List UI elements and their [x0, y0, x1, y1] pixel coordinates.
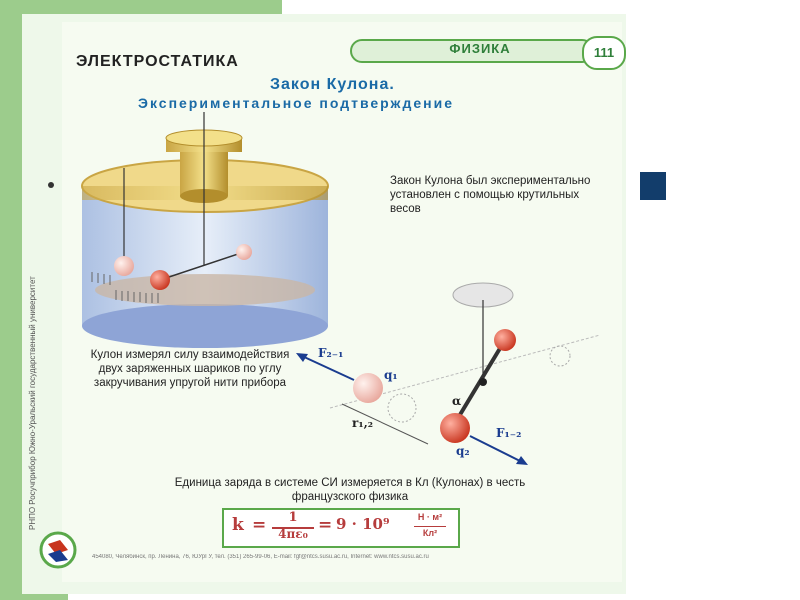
q2-label: q₂	[456, 444, 470, 458]
formula-unit-numerator: Н · м²	[417, 512, 443, 522]
deflected-arm	[450, 338, 507, 430]
formula-numerator: 1	[288, 510, 298, 525]
distance-label: r₁,₂	[352, 416, 374, 430]
formula-equals-1: =	[252, 515, 267, 535]
subject-banner	[350, 39, 594, 63]
formula-unit-bar	[414, 526, 446, 527]
page-number: 111	[582, 36, 626, 70]
fixed-ball	[114, 256, 134, 276]
moving-ball	[150, 270, 170, 290]
rocker-arm	[159, 251, 245, 281]
footer-contacts: 454080, Челябинск, пр. Ленина, 76, ЮУрГУ…	[92, 554, 429, 560]
formula-value: 9 · 10⁹	[336, 515, 390, 533]
formula-denominator: 4πε₀	[278, 527, 308, 541]
force-12-arrow	[469, 435, 523, 463]
publisher-logo-icon	[39, 531, 77, 569]
rest-ball-right	[549, 345, 571, 367]
force-21-arrow	[301, 355, 355, 381]
charge-q1-ball	[353, 373, 383, 403]
charge-q2-ball	[440, 413, 470, 443]
formula-fraction-bar	[272, 527, 314, 529]
slide-square-icon	[640, 172, 666, 200]
subject-label: ФИЗИКА	[449, 41, 511, 56]
coulomb-constant-formula	[222, 508, 460, 548]
slide-bullet-icon	[48, 182, 54, 188]
upper-ball	[494, 329, 516, 351]
unit-text: Единица заряда в системе СИ измеряется в…	[174, 477, 526, 503]
method-text: Кулон измерял силу взаимодействия двух з…	[90, 349, 290, 389]
slide-top-strip	[0, 0, 282, 14]
angle-scale	[91, 272, 159, 303]
counterweight-ball	[236, 244, 252, 260]
formula-k: k	[232, 515, 244, 535]
pivot-point	[479, 378, 487, 386]
angle-label: α	[452, 394, 462, 408]
formula-equals-2: =	[318, 515, 333, 535]
glass-cylinder	[81, 159, 329, 348]
q1-label: q₁	[384, 368, 398, 382]
force-12-label: F₁₋₂	[496, 426, 522, 440]
intro-text: Закон Кулона был экспериментально устано…	[390, 175, 591, 215]
distance-marker	[341, 403, 429, 445]
force-21-arrowhead	[296, 353, 308, 362]
page-subtitle: Экспериментальное подтверждение	[138, 95, 454, 111]
section-title: ЭЛЕКТРОСТАТИКА	[76, 53, 239, 70]
rest-ball-left	[387, 393, 417, 423]
force-21-label: F₂₋₁	[318, 346, 344, 360]
page-title: Закон Кулона.	[270, 76, 395, 93]
force-12-arrowhead	[516, 456, 528, 465]
formula-unit-denominator: Кл²	[422, 528, 438, 538]
